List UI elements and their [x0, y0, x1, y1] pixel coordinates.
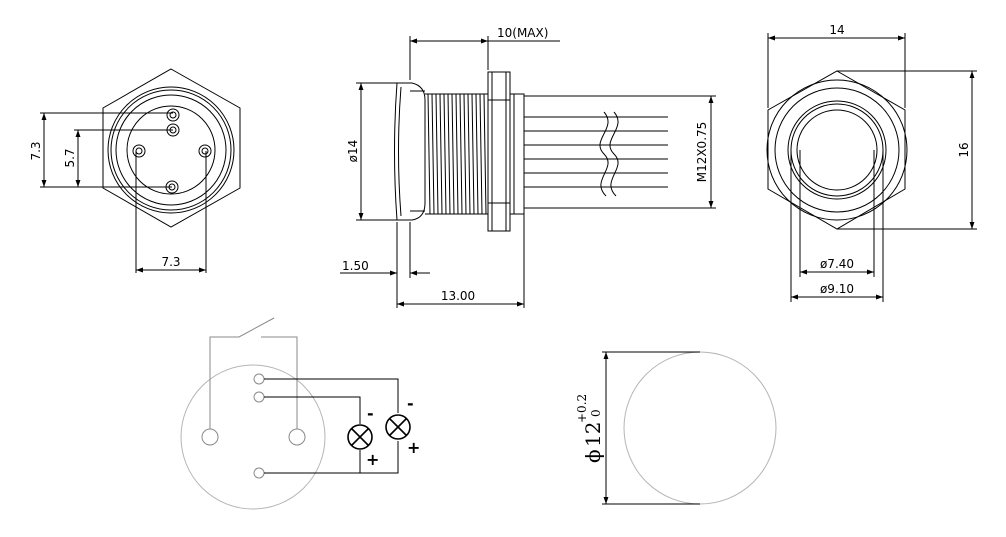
dim-side-length: 13.00 — [441, 289, 475, 303]
cutout-dia-value: 12 — [581, 422, 605, 447]
side-view: 10(MAX) ø14 M12X0.75 1.50 13.00 — [340, 26, 716, 308]
thread-line — [471, 93, 475, 215]
contact-left — [201, 428, 219, 446]
back-body-outer — [766, 79, 908, 221]
dim-front-pin: 5.7 — [63, 148, 77, 167]
hex-nut-side — [487, 71, 511, 232]
contact-top-1 — [253, 373, 265, 385]
cutout-tol-lower: 0 — [589, 409, 603, 417]
switch-symbol — [209, 317, 275, 429]
contact-bottom — [253, 467, 265, 479]
dim-side-head: 1.50 — [342, 259, 369, 273]
lamp-2-icon — [385, 414, 411, 440]
contact-right — [288, 428, 306, 446]
dim-back-height: 16 — [957, 142, 971, 157]
pin-right — [198, 144, 212, 158]
body-outer-circle — [107, 86, 235, 214]
lamp-2-plus: + — [407, 438, 420, 457]
back-view: 14 16 ø7.40 ø9.10 — [766, 23, 977, 302]
cutout-tol-upper: +0.2 — [575, 394, 589, 423]
dim-back-outer: ø9.10 — [820, 282, 854, 296]
circuit-wire-2 — [264, 396, 361, 424]
dim-side-dia: ø14 — [346, 140, 360, 163]
insert-circle — [126, 105, 216, 195]
cutout-circle — [623, 351, 777, 505]
threaded-body — [425, 93, 488, 215]
circuit-wire-return — [264, 441, 399, 474]
pin-top-1 — [166, 108, 180, 122]
lamp-2-minus: - — [407, 394, 414, 413]
dim-back-width: 14 — [829, 23, 844, 37]
front-view: 7.3 5.7 7.3 — [29, 68, 241, 273]
thread-line — [479, 93, 483, 215]
head-flange — [394, 82, 426, 221]
wire-leads — [524, 111, 668, 197]
break-line — [599, 111, 609, 197]
lamp-1-plus: + — [366, 450, 379, 469]
thread-line — [439, 93, 443, 215]
dim-side-thread: M12X0.75 — [695, 122, 709, 183]
thread-line — [455, 93, 459, 215]
cutout-dia-symbol: ϕ — [581, 449, 605, 463]
hex-nut-outline — [102, 68, 241, 228]
thread-line — [447, 93, 451, 215]
thread-line — [431, 93, 435, 215]
thread-line — [467, 93, 471, 215]
thread-line — [427, 93, 431, 215]
thread-line — [459, 93, 463, 215]
dim-front-height: 7.3 — [29, 141, 43, 160]
hex-nut-back — [767, 70, 906, 230]
thread-line — [435, 93, 439, 215]
connector-outline — [180, 364, 326, 510]
contact-top-2 — [253, 391, 265, 403]
thread-line — [475, 93, 479, 215]
thread-line — [483, 93, 487, 215]
thread-line — [451, 93, 455, 215]
dim-front-width: 7.3 — [161, 255, 180, 269]
lamp-1-minus: - — [367, 404, 374, 423]
dim-back-inner: ø7.40 — [820, 257, 854, 271]
panel-cutout: ϕ 12 +0.2 0 — [575, 351, 777, 505]
pin-left — [132, 144, 146, 158]
circuit-wire-1 — [264, 378, 399, 413]
thread-line — [443, 93, 447, 215]
lamp-1-icon — [347, 424, 373, 450]
lens-circle — [796, 109, 878, 191]
wiring-diagram: - - + + — [180, 317, 420, 510]
dim-side-max: 10(MAX) — [497, 26, 548, 40]
thread-line — [463, 93, 467, 215]
